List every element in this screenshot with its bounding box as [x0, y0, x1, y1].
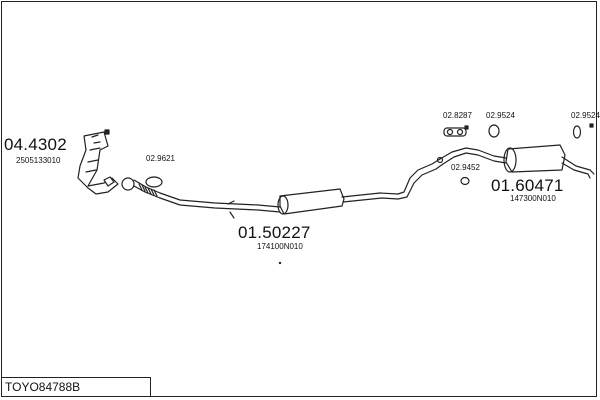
part-number-center-silencer: 01.50227 [238, 223, 311, 242]
part-number-gasket-front: 02.9621 [146, 154, 175, 163]
ring-clamp-shape [460, 176, 470, 186]
part-number-front-pipe: 04.4302 [4, 135, 67, 154]
rubber-mount-3-shape [572, 123, 594, 139]
ref-number-center-silencer: 174100N010 [257, 242, 303, 251]
part-number-rear-silencer: 01.60471 [491, 176, 564, 195]
part-number-rubber-mount-3: 02.9524 [571, 111, 600, 120]
center-silencer-shape [277, 188, 399, 215]
ref-number-rear-silencer: 147300N010 [510, 194, 556, 203]
rubber-mount-1-shape [443, 125, 469, 137]
rear-silencer-shape [503, 144, 595, 179]
part-number-ring-clamp: 02.9452 [451, 163, 480, 172]
flex-pipe-shape [121, 177, 161, 199]
gasket-front-shape [145, 176, 163, 188]
rear-pipe-shape [397, 147, 507, 200]
rubber-mount-2-shape [488, 124, 500, 138]
front-pipe-catalyst-shape [77, 129, 119, 195]
ref-number-front-pipe: 2505133010 [16, 156, 61, 165]
intermediate-pipe-shape [159, 192, 281, 219]
part-number-rubber-mount-2: 02.9524 [486, 111, 515, 120]
diagram-title: TOYO84788B [1, 377, 151, 397]
part-number-rubber-mount-1: 02.8287 [443, 111, 472, 120]
